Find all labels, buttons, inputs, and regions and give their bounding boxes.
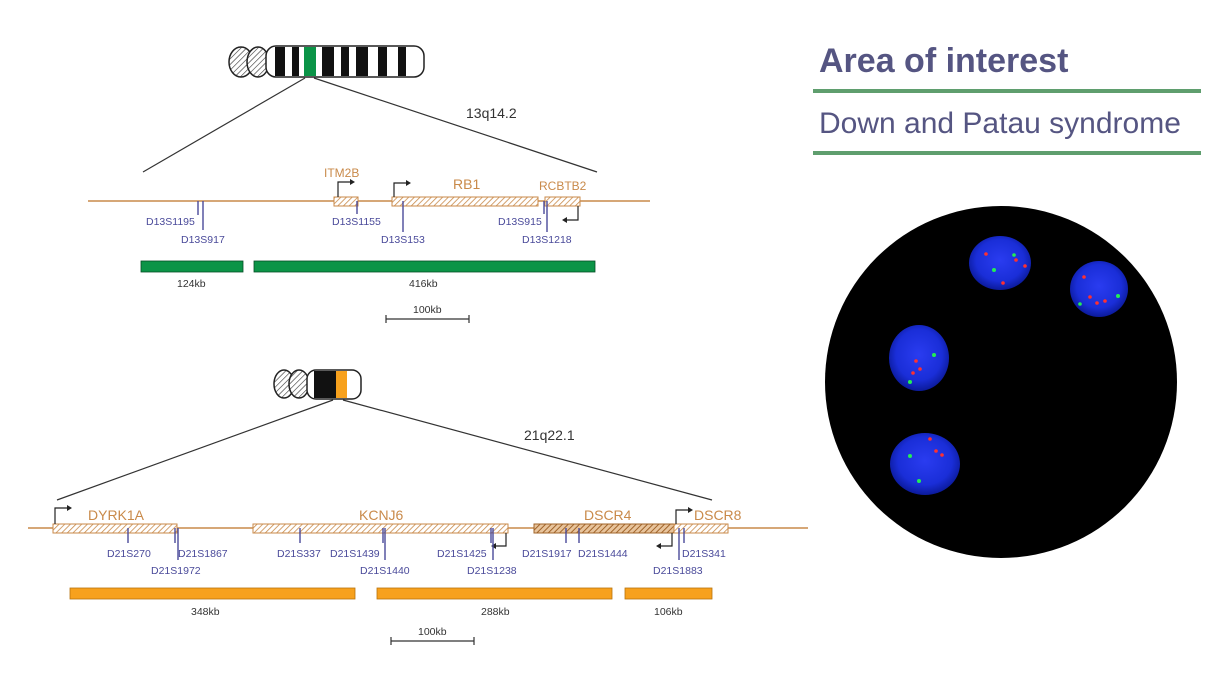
- panel-heading: Area of interest: [819, 42, 1069, 80]
- gene-label-rb1: RB1: [453, 176, 480, 192]
- marker-d13s1195: D13S1195: [146, 216, 195, 228]
- probe-bar-124kb: [140, 260, 244, 273]
- gene-label-dyrk1a: DYRK1A: [88, 507, 145, 523]
- marker-d21s1917: D21S1917: [522, 548, 572, 560]
- marker-d21s1867: D21S1867: [178, 548, 228, 560]
- gene-label-rcbtb2: RCBTB2: [539, 179, 587, 193]
- bar-label-288kb: 288kb: [481, 606, 510, 618]
- gene-label-itm2b: ITM2B: [324, 166, 359, 180]
- probe-bar-106kb: [624, 587, 713, 600]
- svg-text:100kb: 100kb: [413, 304, 442, 316]
- gene-label-dscr8: DSCR8: [694, 507, 742, 523]
- marker-d13s915: D13S915: [498, 216, 542, 228]
- marker-d21s337: D21S337: [277, 548, 321, 560]
- gene-rcbtb2: [544, 196, 581, 207]
- svg-text:100kb: 100kb: [418, 626, 447, 638]
- panel-subheading: Down and Patau syndrome: [819, 107, 1181, 140]
- marker-d13s917: D13S917: [181, 234, 225, 246]
- gene-dyrk1a: [52, 523, 178, 534]
- gene-dscr4: [533, 523, 675, 534]
- fish-micrograph: [825, 206, 1177, 558]
- marker-d21s1439: D21S1439: [330, 548, 380, 560]
- nucleus: [889, 325, 949, 391]
- marker-d21s1444: D21S1444: [578, 548, 628, 560]
- marker-d13s1155: D13S1155: [332, 216, 381, 228]
- gene-itm2b: [333, 196, 359, 207]
- chr21-scale-bar: 100kb: [390, 626, 475, 645]
- heading-divider: [813, 89, 1201, 93]
- gene-rb1: [391, 196, 539, 207]
- chromosome-21-ideogram: [273, 369, 362, 400]
- marker-d21s1440: D21S1440: [360, 565, 410, 577]
- probe-bar-348kb: [69, 587, 356, 600]
- marker-d21s1883: D21S1883: [653, 565, 703, 577]
- chr13-scale-bar: 100kb: [385, 304, 470, 323]
- chr21-highlight-band: [336, 371, 347, 398]
- chr21-band-label: 21q22.1: [524, 427, 575, 443]
- marker-d21s1238: D21S1238: [467, 565, 517, 577]
- chr13-band-label: 13q14.2: [466, 105, 517, 121]
- nucleus: [969, 236, 1031, 290]
- probe-bar-288kb: [376, 587, 613, 600]
- gene-dscr8: [673, 523, 729, 534]
- bar-label-348kb: 348kb: [191, 606, 220, 618]
- marker-d21s1972: D21S1972: [151, 565, 201, 577]
- marker-d21s341: D21S341: [682, 548, 726, 560]
- info-panel: Area of interest Down and Patau syndrome: [813, 38, 1203, 155]
- nucleus: [1070, 261, 1128, 317]
- gene-label-kcnj6: KCNJ6: [359, 507, 404, 523]
- gene-kcnj6: [252, 523, 509, 534]
- gene-map-diagram: 13q14.2 ITM2B RB1 RCBTB2 D13S1195 D13S91…: [28, 45, 808, 645]
- chr13-highlight-band: [304, 47, 316, 76]
- chromosome-13-ideogram: [228, 45, 425, 78]
- gene-label-dscr4: DSCR4: [584, 507, 632, 523]
- marker-d21s1425: D21S1425: [437, 548, 487, 560]
- bar-label-416kb: 416kb: [409, 278, 438, 290]
- bar-label-124kb: 124kb: [177, 278, 206, 290]
- bar-label-106kb: 106kb: [654, 606, 683, 618]
- probe-bar-416kb: [253, 260, 596, 273]
- marker-d13s153: D13S153: [381, 234, 425, 246]
- marker-d13s1218: D13S1218: [522, 234, 572, 246]
- nucleus: [890, 433, 960, 495]
- subheading-divider: [813, 151, 1201, 155]
- marker-d21s270: D21S270: [107, 548, 151, 560]
